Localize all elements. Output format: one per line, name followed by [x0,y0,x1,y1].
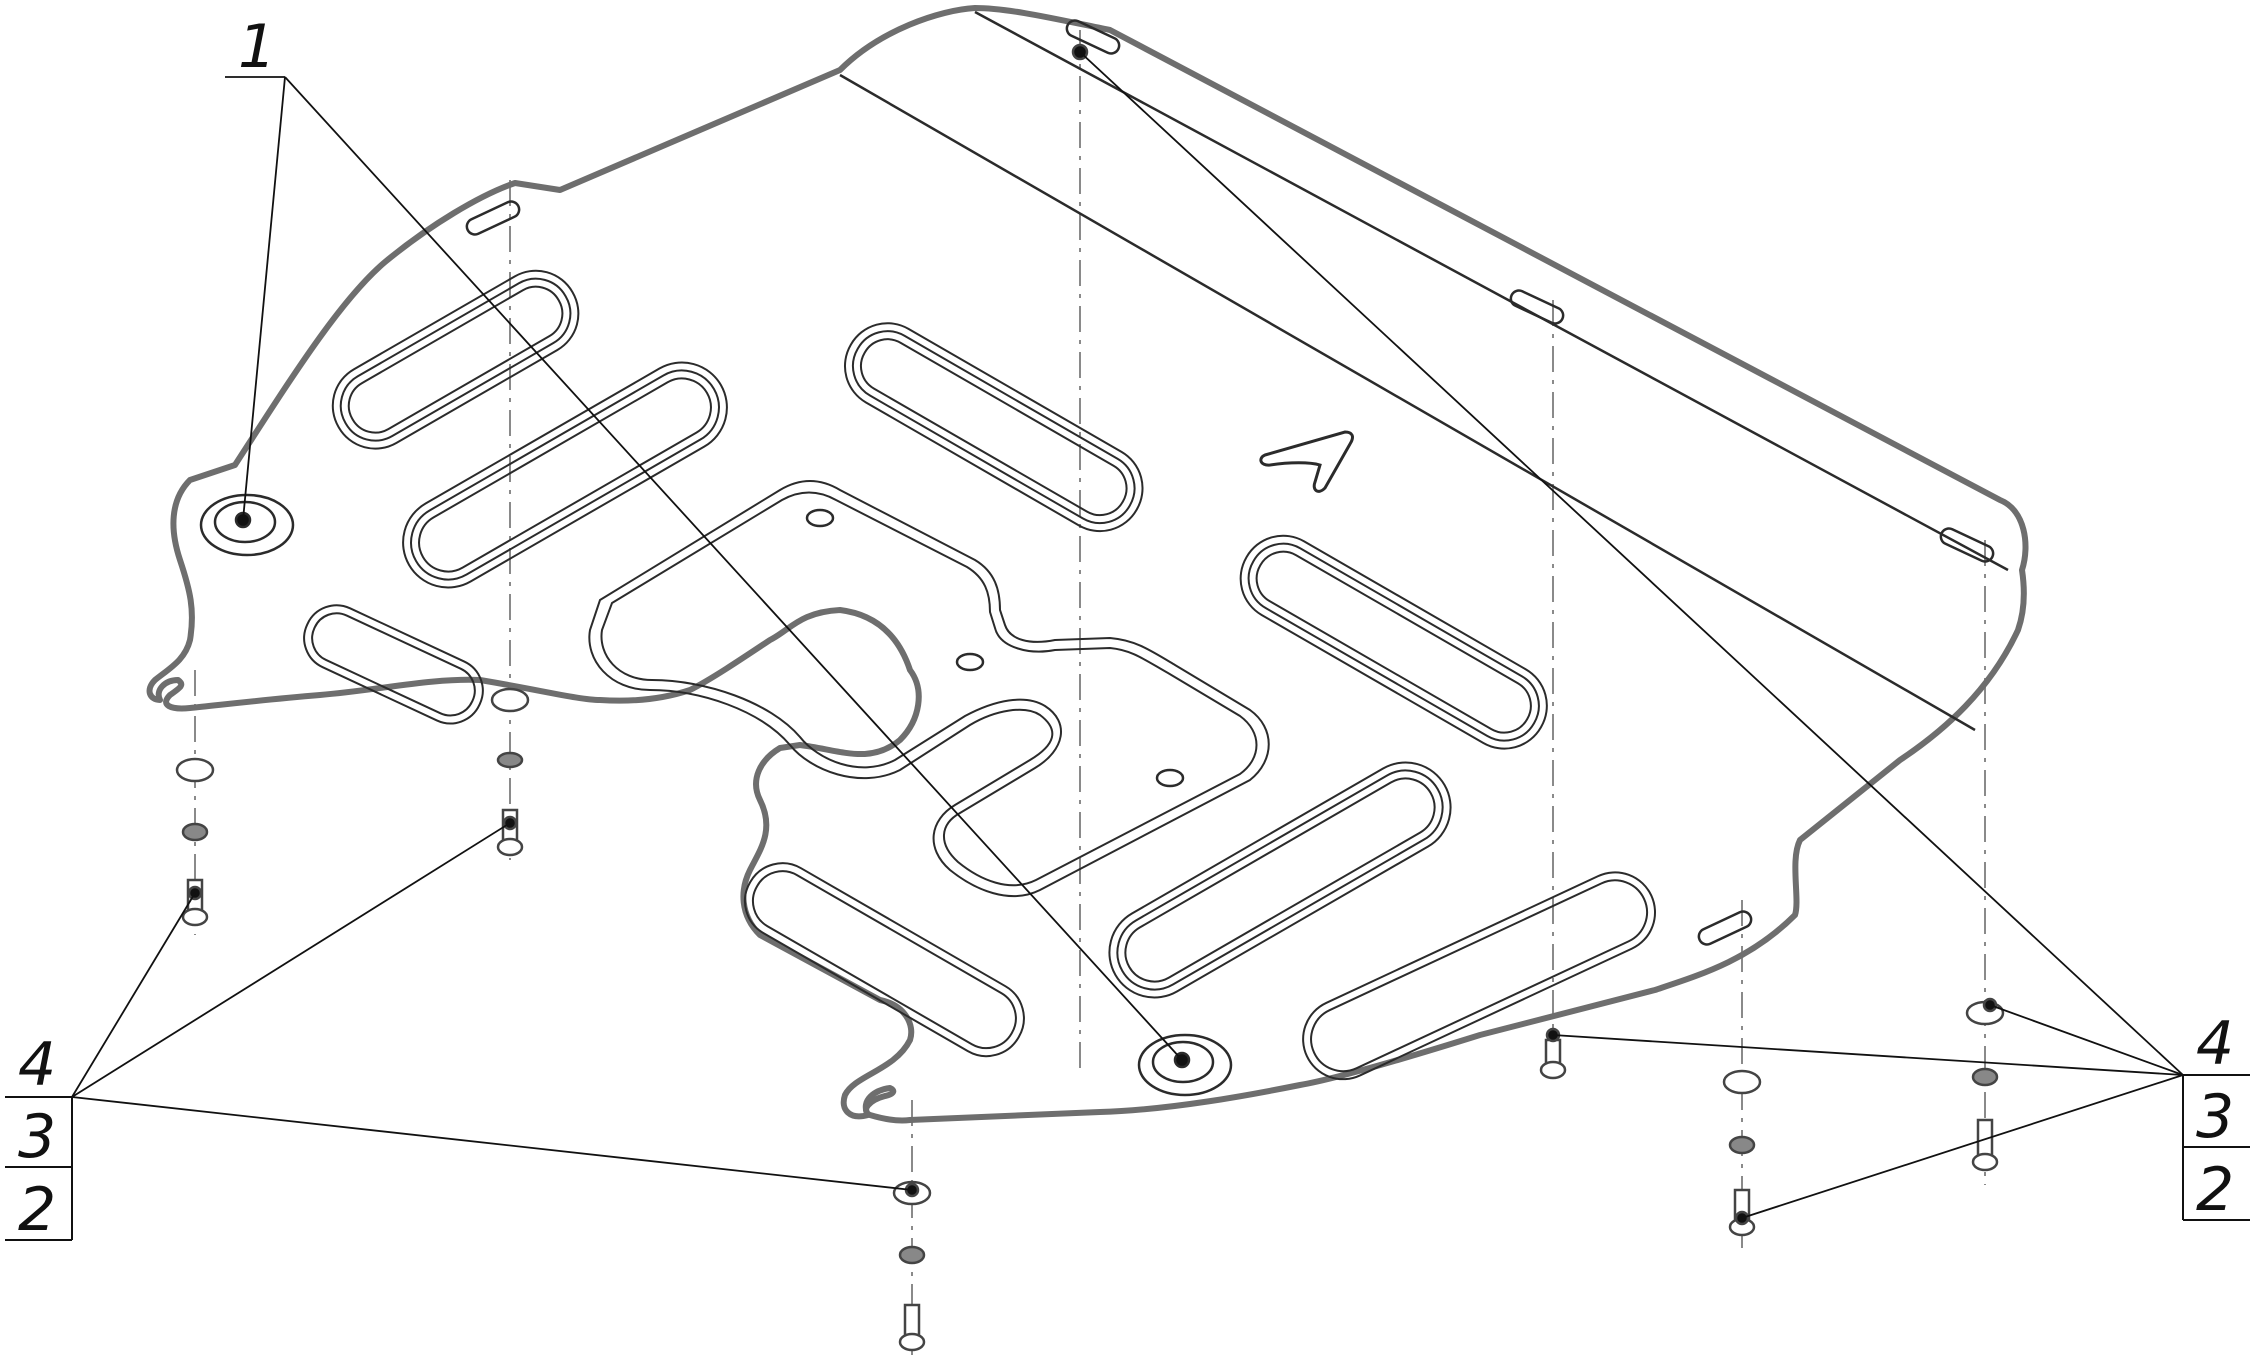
rib-zigzag [588,480,1270,898]
washer-icon [181,822,209,842]
holes [805,508,1185,788]
rib-7 [743,862,1025,1058]
callout-table-right: 4 3 2 [2182,1009,2250,1225]
hole-1 [805,508,835,528]
bolt-icon [496,837,524,857]
leader-left-1 [71,892,196,1098]
washer-icon [175,757,215,783]
callout-right-middle: 3 [2196,1082,2234,1152]
slot-5 [1697,910,1753,946]
callout-left-bottom: 2 [18,1175,56,1245]
washer-icon [496,751,524,769]
bolt-icon [898,1332,926,1352]
leader-1a [242,76,286,521]
ribs [303,269,1657,1081]
callout-table-left: 4 3 2 [5,1030,73,1245]
rib-1 [331,269,580,450]
leader-right-1 [1079,51,2184,1076]
callout-left-middle: 3 [18,1102,56,1172]
slot-2 [1065,19,1121,55]
callout-right-top: 4 [2196,1009,2234,1079]
washer-icon [898,1245,926,1265]
leader-left-2 [71,822,511,1098]
washer-icon [1728,1135,1756,1155]
slot-4 [1939,527,1995,563]
rib-6 [1302,871,1657,1081]
rib-2 [402,361,728,589]
callout-part-1: 1 [238,12,276,82]
rib-4 [1239,534,1548,750]
bend-line-1 [839,73,1976,732]
slot-1 [465,200,521,236]
leader-right-3 [1989,1004,2184,1076]
rib-8 [303,604,484,725]
bolt-icon [181,907,209,927]
bolt-icon [1971,1152,1999,1172]
washer-icon [1722,1069,1762,1095]
slots [465,19,1995,946]
washer-icon [1971,1067,1999,1087]
slot-3 [1509,289,1565,325]
washer-icon [490,687,530,713]
rib-zigzag-inner [600,491,1258,887]
bend-line-2 [974,10,2009,572]
callout-right-bottom: 2 [2196,1155,2234,1225]
leader-1b [284,76,1183,1061]
leader-lines [71,51,2184,1219]
rib-5 [1108,761,1452,999]
skid-plate [146,5,2029,1124]
hole-2 [955,652,985,672]
leader-right-4 [1741,1074,2184,1219]
callout-left-top: 4 [18,1030,56,1100]
leader-right-2 [1552,1034,2184,1076]
rib-3 [843,322,1144,533]
arrow-mark-icon [1259,430,1354,493]
bolt-icon [1539,1060,1567,1080]
hole-3 [1155,768,1185,788]
leader-left-3 [71,1096,913,1191]
